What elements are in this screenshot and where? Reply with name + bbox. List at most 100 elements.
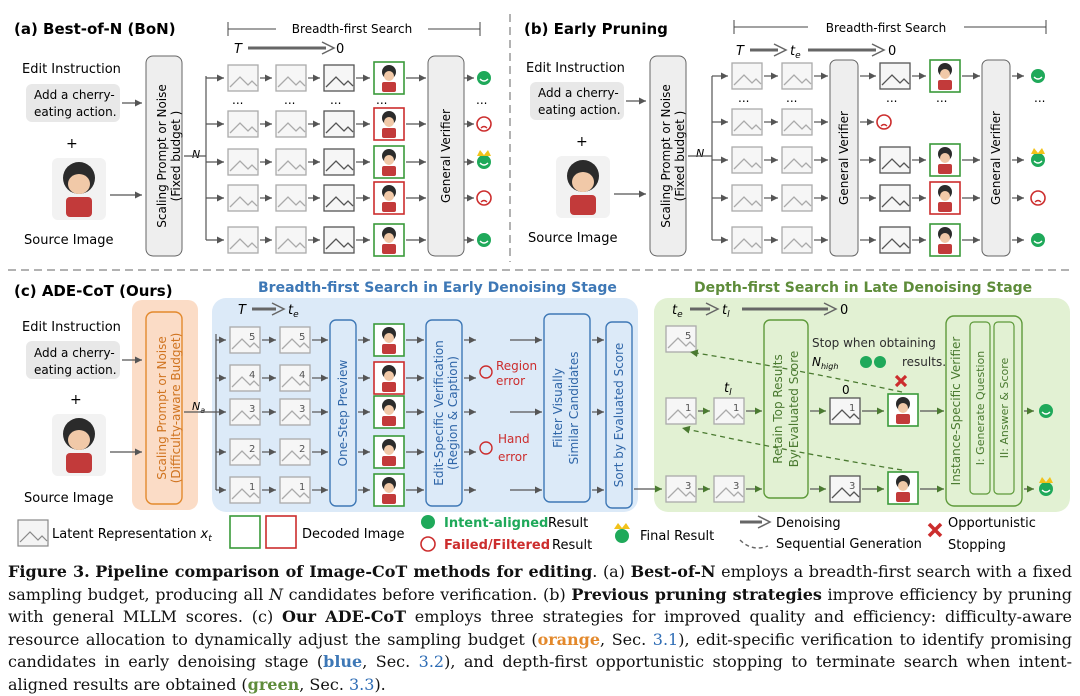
- latent-badge: 2: [299, 444, 305, 455]
- crown-face-icon: [614, 523, 630, 543]
- decoded-image: [929, 143, 961, 177]
- caption-ref-link[interactable]: 3.2: [418, 652, 445, 671]
- dots: ...: [376, 93, 387, 107]
- latent-badge: 1: [249, 482, 255, 493]
- crown-face-icon: [477, 150, 491, 169]
- latent-image: [781, 226, 813, 254]
- dots: ...: [886, 91, 897, 105]
- decoded-image: [373, 435, 405, 469]
- scaling-text-2: (Fixed budget ): [673, 111, 687, 202]
- preview-box: [329, 319, 357, 507]
- panel-b-title: (b) Early Pruning: [524, 20, 668, 38]
- latent-badge: 3: [733, 481, 739, 492]
- scaling-text-1: Scaling Prompt or Noise: [659, 84, 673, 228]
- hand-error-1: Hand: [498, 432, 530, 446]
- legend-sequential: Sequential Generation: [776, 537, 922, 552]
- denoise-arrow-head: [271, 302, 286, 316]
- edit-instruction-label: Edit Instruction: [22, 320, 121, 335]
- retain-text-2: By Evaluated Score: [787, 351, 801, 468]
- decoded-image: [929, 223, 961, 257]
- figure: (a) Best-of-N (BoN) Edit Instruction Add…: [8, 14, 1072, 553]
- latent-image: [731, 184, 763, 212]
- latent-image: [879, 62, 911, 90]
- scaling-text-2: (Fixed budget ): [169, 111, 183, 202]
- sad-face-icon: [876, 114, 892, 130]
- latent-image: [781, 184, 813, 212]
- sad-face-icon: [420, 536, 436, 552]
- verifier-box: [427, 55, 465, 257]
- question-box: [969, 321, 991, 495]
- decoded-bad-swatch: [265, 515, 297, 549]
- latent-image: 1: [829, 397, 861, 425]
- cross-icon: [927, 522, 943, 538]
- latent-image: [879, 226, 911, 254]
- panel-c-title: (c) ADE-CoT (Ours): [14, 282, 173, 300]
- instruction-line-1: Add a cherry-: [34, 346, 115, 360]
- latent-image: [227, 110, 259, 138]
- decoded-image: [929, 181, 961, 215]
- latent-image: [731, 226, 763, 254]
- instance-verifier-box: [945, 315, 1023, 507]
- happy-face-icon: [1031, 233, 1045, 247]
- region-error-1: Region: [496, 359, 537, 373]
- verification-text-1: Edit-Specific Verification: [432, 340, 446, 486]
- latent-image: [781, 62, 813, 90]
- latent-image: [323, 226, 355, 254]
- latent-image: 5: [279, 326, 311, 354]
- sad-face-icon: [479, 365, 493, 379]
- sad-face-icon: [476, 190, 492, 206]
- caption-n: N: [268, 584, 283, 604]
- dots: ...: [738, 91, 749, 105]
- filter-text-2: Similar Candidates: [567, 351, 581, 464]
- latent-badge: 5: [299, 332, 305, 343]
- source-image-label: Source Image: [24, 491, 114, 506]
- latent-image: 4: [229, 364, 261, 392]
- caption-title: Pipeline comparison of Image-CoT methods…: [95, 562, 593, 581]
- verifier-text: General Verifier: [837, 111, 851, 205]
- panel-b-rows: [712, 59, 1046, 257]
- latent-image: [275, 184, 307, 212]
- caption-text: employs a breadth-first search with a fi…: [8, 562, 1073, 604]
- latent-image: 3: [829, 475, 861, 503]
- legend-result-2: Result: [552, 538, 592, 553]
- latent-image: [227, 64, 259, 92]
- retain-box: [763, 319, 809, 499]
- instruction-box: [26, 84, 120, 122]
- latent-image: [323, 64, 355, 92]
- legend-final: Final Result: [640, 529, 714, 544]
- blue-stage-label: Breadth-first Search in Early Denoising …: [258, 280, 617, 296]
- sort-text: Sort by Evaluated Score: [612, 343, 626, 487]
- decoded-image: [373, 181, 405, 215]
- latent-image: [227, 148, 259, 176]
- verifier-box-final: [981, 59, 1011, 257]
- denoise-arrow-head: [823, 302, 838, 316]
- latent-image: 1: [279, 476, 311, 504]
- sad-face-icon: [476, 116, 492, 132]
- latent-image: [781, 108, 813, 136]
- crown-face-icon: [1031, 148, 1045, 167]
- decoded-image: [373, 361, 405, 395]
- label-bg: [808, 18, 964, 36]
- latent-image: 1: [665, 397, 697, 425]
- latent-badge: 1: [685, 403, 691, 414]
- decoded-image: [373, 473, 405, 507]
- legend-result-1: Result: [548, 516, 588, 531]
- latent-badge: 5: [249, 332, 255, 343]
- scaling-box: [145, 55, 183, 257]
- caption-prev: Previous pruning strategies: [571, 584, 822, 604]
- sequential-arrow-icon: [739, 539, 769, 549]
- decoded-image: [929, 59, 961, 93]
- caption-orange: orange: [537, 629, 601, 649]
- n-high-label: Nhigh: [812, 355, 838, 371]
- legend-failed: Failed/Filtered: [444, 538, 550, 553]
- verifier-text-2: General Verifier: [989, 111, 1003, 205]
- latent-image: [879, 146, 911, 174]
- caption-ref-link[interactable]: 3.3: [348, 674, 375, 694]
- green-step-label: tl: [724, 381, 732, 398]
- green-stage-label: Depth-first Search in Late Denoising Sta…: [694, 280, 1032, 296]
- caption-text: employs three strategies for improved qu…: [8, 607, 1072, 649]
- caption-ref-link[interactable]: 3.1: [652, 629, 679, 649]
- latent-badge: 5: [685, 331, 691, 342]
